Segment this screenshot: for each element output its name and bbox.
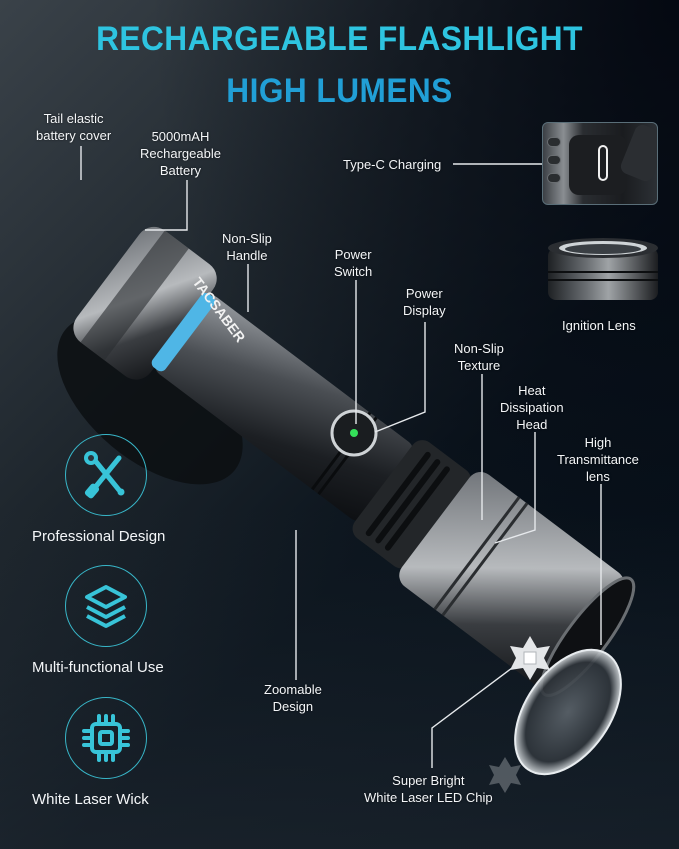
page-title: RECHARGEABLE FLASHLIGHT (96, 20, 583, 58)
label-text: 5000mAH Rechargeable Battery (140, 129, 221, 178)
feature-icon-ring (65, 565, 147, 647)
wrench-screwdriver-icon (84, 451, 125, 499)
label-non-slip-texture: Non-Slip Texture (454, 340, 504, 374)
feature-icon-ring (65, 697, 147, 779)
label-transmittance-lens: High Transmittance lens (557, 434, 639, 485)
label-type-c: Type-C Charging (343, 156, 441, 173)
usb-c-port-icon (598, 145, 608, 181)
label-text: Super Bright White Laser LED Chip (364, 773, 493, 805)
layers-icon (85, 585, 127, 628)
label-text: Heat Dissipation Head (500, 383, 564, 432)
label-handle: Non-Slip Handle (222, 230, 272, 264)
grip-ridge (547, 173, 561, 183)
label-battery: 5000mAH Rechargeable Battery (140, 128, 221, 179)
label-led-chip: Super Bright White Laser LED Chip (364, 772, 493, 806)
ignition-lens-inset (548, 238, 658, 300)
feature-label: Professional Design (32, 528, 166, 545)
feature-icon-ring (65, 434, 147, 516)
label-text: Power Switch (334, 247, 373, 279)
label-text: Non-Slip Handle (222, 231, 272, 263)
label-power-display: Power Display (403, 285, 446, 319)
label-text: Tail elastic battery cover (36, 111, 112, 143)
grip-ridge (547, 137, 561, 147)
label-text: Ignition Lens (562, 318, 636, 333)
label-power-switch: Power Switch (334, 246, 372, 280)
label-text: Non-Slip Texture (454, 341, 504, 373)
label-heat-dissipation: Heat Dissipation Head (500, 382, 564, 433)
chip-icon (82, 714, 130, 762)
feature-label: White Laser Wick (32, 791, 149, 808)
label-ignition-lens: Ignition Lens (562, 317, 636, 334)
feature-multi-functional: Multi-functional Use (16, 565, 196, 676)
feature-white-laser-wick: White Laser Wick (16, 697, 196, 808)
label-text: Zoomable Design (264, 682, 322, 714)
feature-professional-design: Professional Design (16, 434, 196, 545)
type-c-port-inset (542, 122, 658, 205)
feature-label: Multi-functional Use (32, 659, 164, 676)
page-subtitle: HIGH LUMENS (226, 72, 453, 110)
label-text: Power Display (403, 286, 446, 318)
label-text: High Transmittance lens (557, 435, 639, 484)
label-text: Type-C Charging (343, 157, 442, 172)
brand-mark: TACSABER (190, 274, 249, 345)
grip-ridge (547, 155, 561, 165)
label-zoomable: Zoomable Design (264, 681, 322, 715)
label-tail-cover: Tail elastic battery cover (36, 110, 111, 144)
